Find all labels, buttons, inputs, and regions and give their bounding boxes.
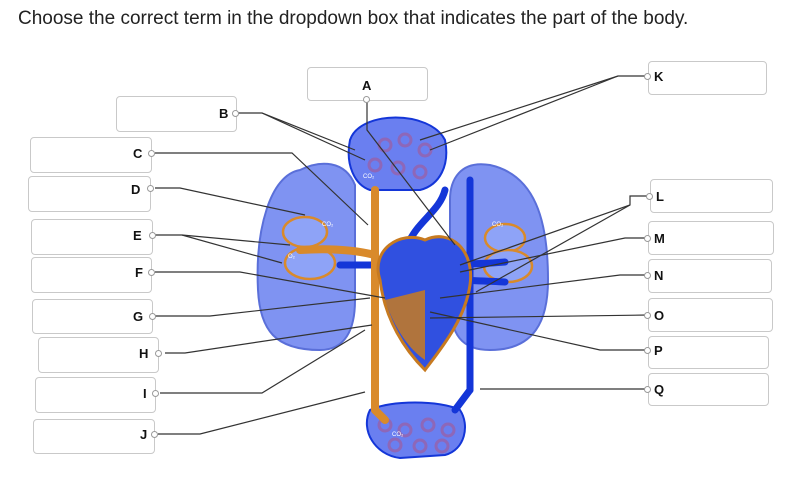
connector-dot-e: [149, 232, 156, 239]
connector-dot-i: [152, 390, 159, 397]
dropdown-c[interactable]: [30, 137, 152, 173]
label-o: O: [654, 308, 665, 323]
connector-dot-l: [646, 193, 653, 200]
connector-dot-k: [644, 73, 651, 80]
connector-dot-b: [232, 110, 239, 117]
dropdown-f[interactable]: [31, 257, 152, 293]
connector-dot-a: [363, 96, 370, 103]
label-p: P: [654, 343, 663, 358]
connector-dot-o: [644, 312, 651, 319]
dropdown-g[interactable]: [32, 299, 153, 334]
connector-dot-g: [149, 313, 156, 320]
dropdown-k[interactable]: [648, 61, 767, 95]
dropdown-q[interactable]: [648, 373, 769, 406]
question-prompt: Choose the correct term in the dropdown …: [18, 8, 689, 29]
label-n: N: [654, 268, 664, 283]
dropdown-i[interactable]: [35, 377, 156, 413]
leader-lines: [150, 75, 650, 435]
connector-dot-h: [155, 350, 162, 357]
dropdown-o[interactable]: [648, 298, 773, 332]
label-k: K: [654, 69, 664, 84]
connector-dot-q: [644, 386, 651, 393]
label-m: M: [654, 231, 665, 246]
connector-dot-c: [148, 150, 155, 157]
connector-dot-m: [644, 235, 651, 242]
label-c: C: [133, 146, 143, 161]
dropdown-d[interactable]: [28, 176, 151, 212]
dropdown-e[interactable]: [31, 219, 153, 255]
dropdown-l[interactable]: [650, 179, 773, 213]
connector-dot-f: [148, 269, 155, 276]
label-i: I: [143, 386, 147, 401]
co2-text-lower: CO₂: [392, 432, 404, 438]
connector-dot-p: [644, 347, 651, 354]
o2-text-left-lung: O₂: [288, 254, 296, 260]
label-b: B: [219, 106, 229, 121]
dropdown-j[interactable]: [33, 419, 155, 454]
lower-capillary-bed: [365, 401, 466, 460]
label-a: A: [362, 78, 372, 93]
connector-dot-j: [151, 431, 158, 438]
label-h: H: [139, 346, 149, 361]
label-g: G: [133, 309, 144, 324]
connector-dot-d: [147, 185, 154, 192]
label-j: J: [140, 427, 148, 442]
label-l: L: [656, 189, 664, 204]
co2-text-upper: CO₂: [363, 174, 375, 180]
label-d: D: [131, 182, 141, 197]
dropdown-p[interactable]: [648, 336, 769, 369]
co2-text-left-lung: CO₂: [322, 222, 334, 228]
connector-dot-n: [644, 272, 651, 279]
dropdown-n[interactable]: [648, 259, 772, 293]
dropdown-h[interactable]: [38, 337, 159, 373]
label-e: E: [133, 228, 142, 243]
dropdown-b[interactable]: [116, 96, 237, 132]
label-q: Q: [654, 382, 665, 397]
co2-text-right-lung: CO₂: [492, 222, 504, 228]
dropdown-m[interactable]: [648, 221, 774, 255]
label-f: F: [135, 265, 143, 280]
